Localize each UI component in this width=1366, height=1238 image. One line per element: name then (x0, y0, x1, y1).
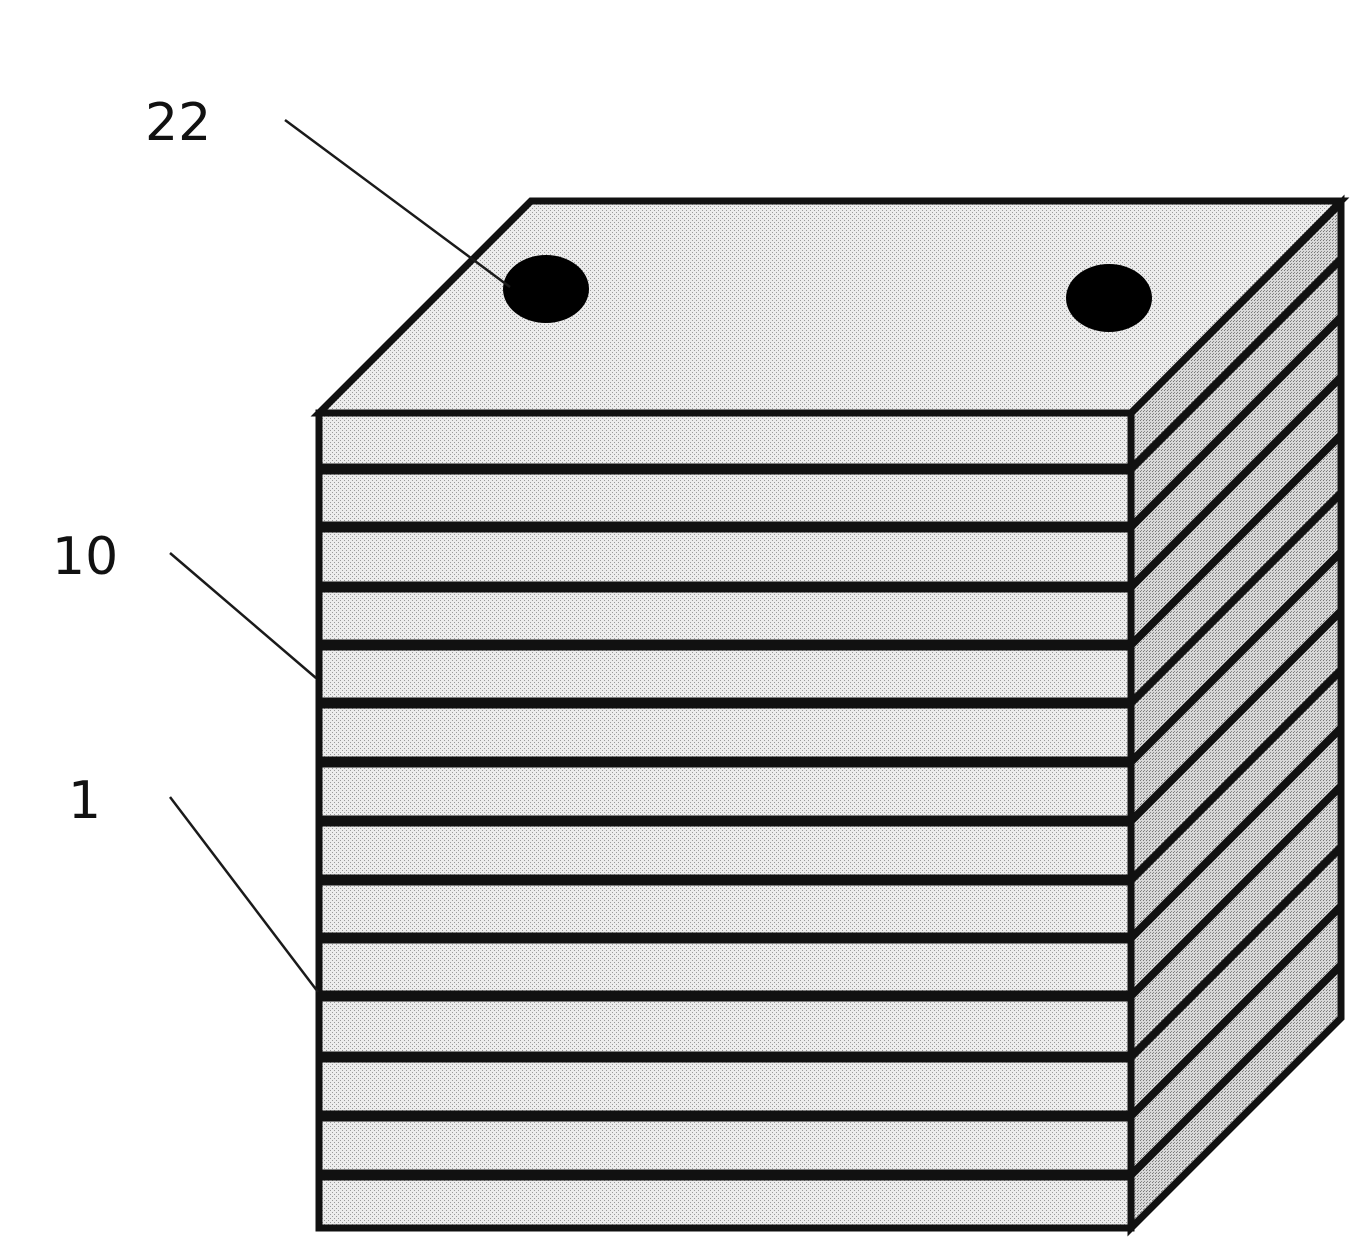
plate-separator-front (319, 582, 1131, 593)
reference-label-1: 1 (68, 771, 101, 831)
plate-separator-front (319, 640, 1131, 651)
reference-label-10: 10 (52, 527, 118, 587)
plate-separator-front (319, 1052, 1131, 1063)
leader-line-22 (285, 120, 510, 287)
leader-line-1 (170, 797, 318, 992)
plate-separator-front (319, 522, 1131, 533)
plate-separator-front (319, 933, 1131, 944)
plate-separator-front (319, 1111, 1131, 1122)
plate-separator-front (319, 816, 1131, 827)
plate-separator-front (319, 1170, 1131, 1181)
plate-separator-front (319, 464, 1131, 475)
plate-separator-front (319, 991, 1131, 1002)
hole-left (503, 255, 589, 323)
leader-line-10 (170, 553, 316, 678)
reference-label-22: 22 (145, 93, 211, 153)
hole-right (1066, 264, 1152, 332)
front-face (319, 413, 1131, 1228)
plate-separator-front (319, 757, 1131, 768)
plate-separator-front (319, 698, 1131, 709)
plate-separator-front (319, 875, 1131, 886)
